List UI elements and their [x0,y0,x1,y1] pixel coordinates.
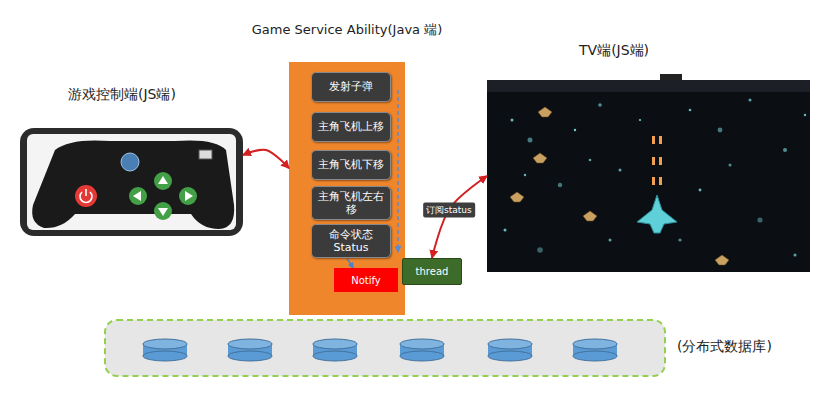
tv-screen: TV端(JS端) [487,80,810,272]
database-band: (分布式数据库) [105,320,665,376]
box-text: 发射子弹 [329,80,373,93]
box-text: 主角飞机左右移 [316,190,386,216]
notify-box: Notify [334,268,398,292]
database-band-illustration [105,320,665,376]
command-box: 主角飞机上移 [311,112,391,142]
phone-illustration [20,128,243,236]
tv-game-illustration [487,74,810,272]
status-box: 命令状态 Status [311,224,391,258]
box-text: 主角飞机上移 [318,120,384,133]
double-arrow [243,150,289,169]
box-text: 命令状态 Status [316,228,386,254]
box-text: thread [416,266,449,277]
command-box: 发射子弹 [311,72,391,102]
box-text: Notify [351,275,381,286]
thread-box: thread [402,258,462,285]
edge-label: 订阅status [423,202,475,217]
command-box: 主角飞机下移 [311,150,391,180]
command-box: 主角飞机左右移 [311,186,391,220]
box-text: 主角飞机下移 [318,158,384,171]
heading-text: Game Service Ability(Java 端) [252,22,443,38]
flow-dashed-line [397,90,399,252]
phone-controller: 游戏控制端(JS端) [20,128,243,236]
heading-text: TV端(JS端) [579,42,649,59]
service-panel-fill [289,62,405,315]
service-panel: Game Service Ability(Java 端)发射子弹主角飞机上移主角… [289,62,405,315]
heading-text: 游戏控制端(JS端) [68,86,176,103]
notify-arrow [347,258,353,268]
heading-text: (分布式数据库) [677,338,772,355]
